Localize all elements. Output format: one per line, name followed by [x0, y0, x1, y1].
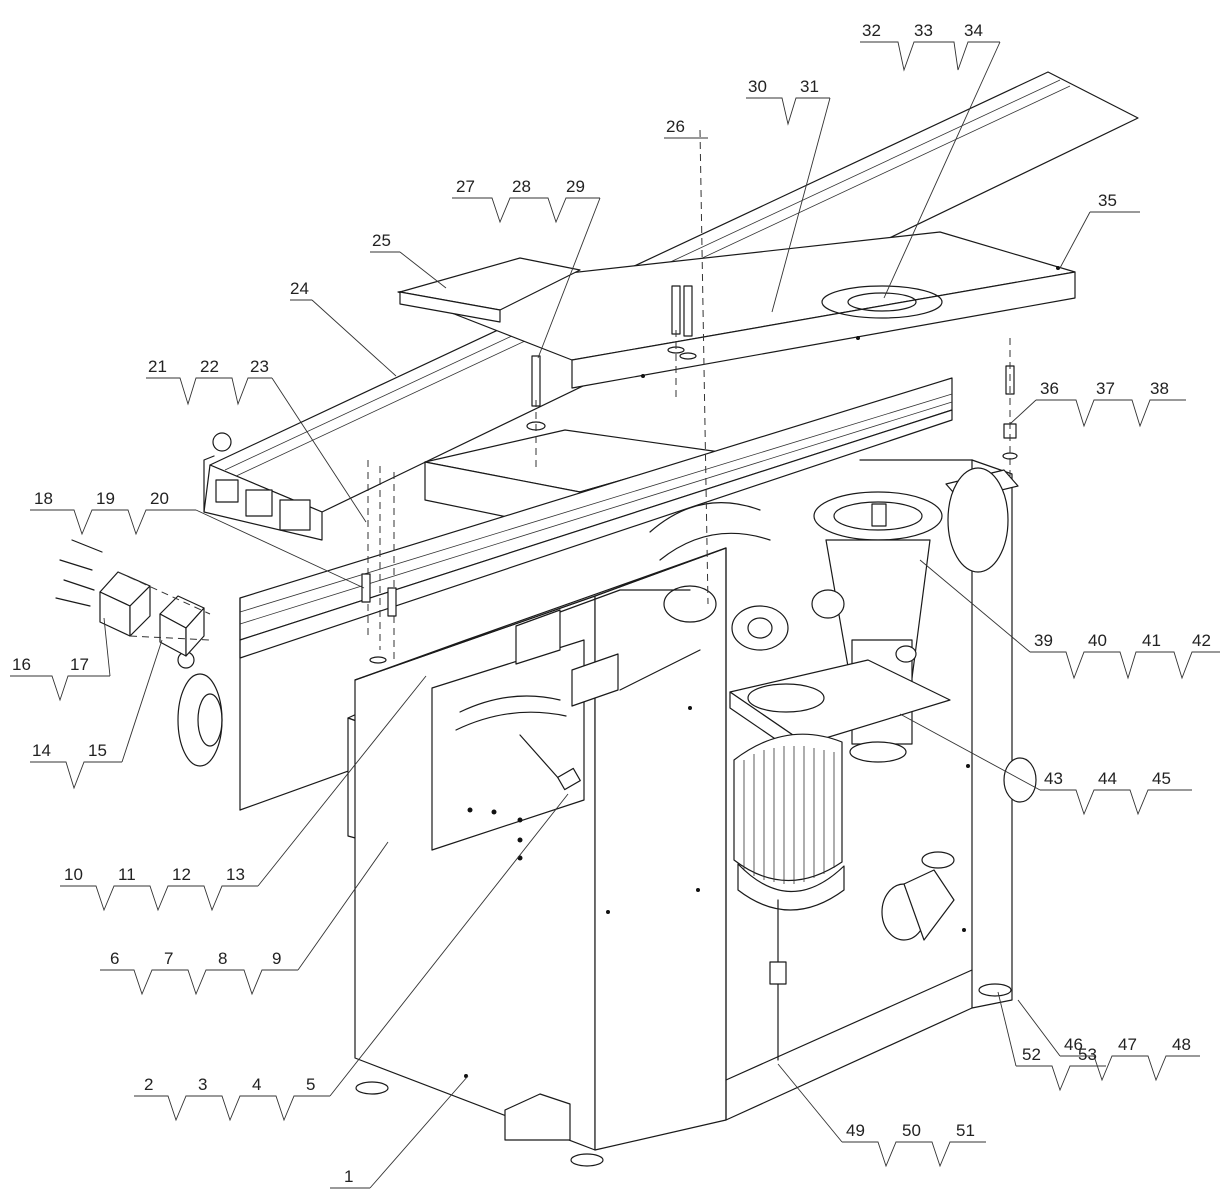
callout-33: 33	[914, 21, 933, 40]
callout-10: 10	[64, 865, 83, 884]
callout-2: 2	[144, 1075, 153, 1094]
handwheel	[177, 651, 223, 767]
main-table	[397, 231, 1076, 389]
callout-47: 47	[1118, 1035, 1137, 1054]
dust-port	[881, 851, 955, 941]
callout-28: 28	[512, 177, 531, 196]
callout-17: 17	[70, 655, 89, 674]
callout-46: 46	[1064, 1035, 1083, 1054]
callout-52: 52	[1022, 1045, 1041, 1064]
callout-8: 8	[218, 949, 227, 968]
callout-37: 37	[1096, 379, 1115, 398]
callout-38: 38	[1150, 379, 1169, 398]
callout-40: 40	[1088, 631, 1107, 650]
spindle-housing	[813, 491, 943, 745]
callout-20: 20	[150, 489, 169, 508]
callout-21: 21	[148, 357, 167, 376]
callout-22: 22	[200, 357, 219, 376]
callout-39: 39	[1034, 631, 1053, 650]
callout-labels: 32 33 34 30 31 26 27 28 29 35 25 24 21 2…	[12, 21, 1211, 1186]
callout-23: 23	[250, 357, 269, 376]
callout-36: 36	[1040, 379, 1059, 398]
callout-19: 19	[96, 489, 115, 508]
right-frame	[725, 459, 1037, 1121]
callout-41: 41	[1142, 631, 1161, 650]
internal-mechanism	[515, 502, 845, 707]
callout-42: 42	[1192, 631, 1211, 650]
callout-18: 18	[34, 489, 53, 508]
callout-25: 25	[372, 231, 391, 250]
callout-50: 50	[902, 1121, 921, 1140]
end-cap-blocks	[55, 539, 211, 657]
callout-35: 35	[1098, 191, 1117, 210]
callout-9: 9	[272, 949, 281, 968]
callout-11: 11	[118, 865, 136, 884]
motor	[733, 733, 845, 1061]
callout-31: 31	[800, 77, 819, 96]
callout-7: 7	[164, 949, 173, 968]
callout-53: 53	[1078, 1045, 1097, 1064]
callout-1: 1	[344, 1167, 353, 1186]
callout-14: 14	[32, 741, 51, 760]
fence-plate	[399, 257, 581, 323]
callout-6: 6	[110, 949, 119, 968]
callout-48: 48	[1172, 1035, 1191, 1054]
callout-5: 5	[306, 1075, 315, 1094]
callout-32: 32	[862, 21, 881, 40]
callout-12: 12	[172, 865, 191, 884]
callout-15: 15	[88, 741, 107, 760]
callout-leaders	[10, 41, 1220, 1189]
callout-34: 34	[964, 21, 983, 40]
callout-13: 13	[226, 865, 245, 884]
cabinet	[354, 547, 727, 1167]
callout-16: 16	[12, 655, 31, 674]
callout-49: 49	[846, 1121, 865, 1140]
callout-29: 29	[566, 177, 585, 196]
callout-43: 43	[1044, 769, 1063, 788]
callout-27: 27	[456, 177, 475, 196]
callout-3: 3	[198, 1075, 207, 1094]
callout-26: 26	[666, 117, 685, 136]
callout-44: 44	[1098, 769, 1117, 788]
callout-51: 51	[956, 1121, 975, 1140]
callout-24: 24	[290, 279, 309, 298]
sliding-beam	[239, 377, 953, 811]
callout-30: 30	[748, 77, 767, 96]
callout-45: 45	[1152, 769, 1171, 788]
callout-4: 4	[252, 1075, 261, 1094]
